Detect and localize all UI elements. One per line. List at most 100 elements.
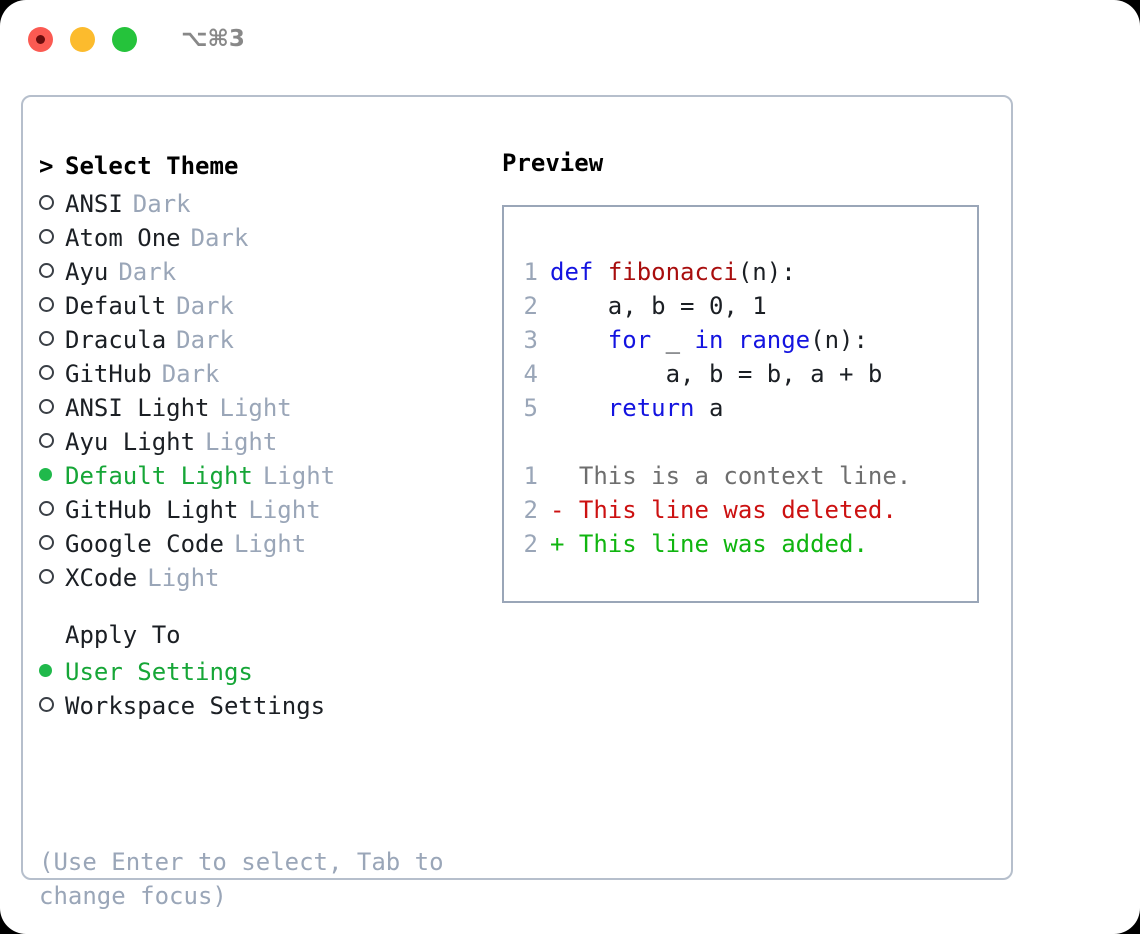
theme-option-badge: Dark	[176, 292, 234, 320]
apply-to-option-workspace-settings[interactable]: Workspace Settings	[39, 689, 509, 723]
diff-text: This is a context line.	[564, 462, 912, 490]
radio-hollow-icon[interactable]	[39, 221, 65, 255]
section-divider	[39, 595, 509, 621]
preview-spacer	[504, 425, 977, 459]
code-line: 4 a, b = b, a + b	[504, 357, 977, 391]
theme-option-badge: Dark	[161, 360, 220, 388]
code-line: 1 def fibonacci(n):	[504, 255, 977, 289]
apply-to-option-user-settings[interactable]: User Settings	[39, 655, 509, 689]
theme-option-badge: Dark	[190, 224, 249, 252]
theme-option-ansi-light[interactable]: ANSI Light Light	[39, 391, 509, 425]
radio-hollow-icon[interactable]	[39, 527, 65, 561]
diff-sign: -	[550, 496, 565, 524]
line-number: 2	[523, 530, 538, 558]
radio-hollow-icon[interactable]	[39, 187, 65, 221]
radio-hollow-icon[interactable]	[39, 391, 65, 425]
theme-option-default-dark[interactable]: Default Dark	[39, 289, 509, 323]
code-text: for _ in range(n):	[607, 326, 868, 354]
radio-hollow-icon[interactable]	[39, 425, 65, 459]
keyboard-shortcut-label: ⌥⌘3	[181, 26, 245, 52]
apply-to-header: Apply To	[39, 621, 509, 655]
radio-selected-icon[interactable]	[39, 459, 65, 493]
theme-option-badge: Light	[248, 496, 321, 524]
radio-hollow-icon[interactable]	[39, 493, 65, 527]
prompt-caret-icon: >	[39, 152, 54, 180]
code-text: a, b = 0, 1	[550, 292, 767, 320]
line-number: 3	[523, 326, 538, 354]
radio-hollow-icon[interactable]	[39, 561, 65, 595]
theme-option-badge: Dark	[118, 258, 177, 286]
diff-line-deleted: 2 - This line was deleted.	[504, 493, 977, 527]
theme-option-label: ANSI	[65, 190, 123, 218]
window-titlebar: ⌥⌘3	[0, 0, 1140, 78]
line-number: 4	[523, 360, 538, 388]
theme-option-label: Ayu Light	[65, 428, 196, 456]
theme-option-github-light[interactable]: GitHub Light Light	[39, 493, 509, 527]
theme-option-badge: Light	[262, 462, 336, 490]
theme-picker-title: Select Theme	[65, 152, 239, 180]
radio-hollow-icon[interactable]	[39, 689, 65, 723]
code-text: def fibonacci(n):	[550, 258, 796, 286]
theme-option-badge: Light	[233, 530, 307, 558]
theme-option-label: GitHub Light	[65, 496, 239, 524]
radio-hollow-icon[interactable]	[39, 255, 65, 289]
line-number: 5	[523, 394, 538, 422]
apply-to-option-label: User Settings	[65, 658, 253, 686]
maximize-button-icon[interactable]	[112, 26, 137, 52]
theme-picker-header: > Select Theme	[39, 149, 509, 187]
theme-option-ayu-dark[interactable]: Ayu Dark	[39, 255, 509, 289]
diff-sign: +	[550, 530, 565, 558]
diff-line-context: 1 This is a context line.	[504, 459, 977, 493]
radio-hollow-icon[interactable]	[39, 289, 65, 323]
theme-option-ayu-light[interactable]: Ayu Light Light	[39, 425, 509, 459]
theme-option-label: GitHub	[65, 360, 152, 388]
close-button-icon[interactable]	[28, 26, 53, 52]
radio-hollow-icon[interactable]	[39, 323, 65, 357]
apply-to-option-label: Workspace Settings	[65, 692, 326, 720]
radio-selected-icon[interactable]	[39, 655, 65, 689]
theme-option-label: Dracula	[65, 326, 167, 354]
theme-option-default-light[interactable]: Default Light Light	[39, 459, 509, 493]
diff-line-added: 2 + This line was added.	[504, 527, 977, 561]
theme-picker-panel: > Select Theme ANSI Dark Atom One Dark A…	[39, 149, 509, 723]
code-line: 2 a, b = 0, 1	[504, 289, 977, 323]
diff-text: This line was deleted.	[564, 496, 897, 524]
theme-option-atom-one-dark[interactable]: Atom One Dark	[39, 221, 509, 255]
theme-option-badge: Dark	[132, 190, 191, 218]
code-line: 5 return a	[504, 391, 977, 425]
keyboard-hint-text: (Use Enter to select, Tab to change focu…	[39, 848, 444, 910]
theme-option-badge: Light	[219, 394, 292, 422]
preview-title: Preview	[502, 149, 604, 177]
line-number: 2	[523, 496, 538, 524]
theme-option-badge: Light	[205, 428, 278, 456]
theme-option-github-dark[interactable]: GitHub Dark	[39, 357, 509, 391]
record-dot-icon	[36, 34, 45, 44]
apply-to-title: Apply To	[65, 621, 181, 649]
theme-option-label: Google Code	[65, 530, 224, 558]
radio-hollow-icon[interactable]	[39, 357, 65, 391]
diff-sign	[550, 459, 564, 493]
code-line: 3 for _ in range(n):	[504, 323, 977, 357]
theme-option-badge: Dark	[176, 326, 234, 354]
traffic-light-group	[28, 26, 137, 52]
theme-option-google-code[interactable]: Google Code Light	[39, 527, 509, 561]
dialog-card: > Select Theme ANSI Dark Atom One Dark A…	[21, 95, 1013, 910]
preview-box: 1 def fibonacci(n): 2 a, b = 0, 1 3 for …	[502, 205, 979, 603]
code-text: a, b = b, a + b	[550, 360, 883, 388]
code-text: return a	[607, 394, 724, 422]
theme-option-label: ANSI Light	[65, 394, 210, 422]
theme-option-ansi-dark[interactable]: ANSI Dark	[39, 187, 509, 221]
theme-option-label: Default Light	[65, 462, 253, 490]
theme-option-label: XCode	[65, 564, 138, 592]
line-number: 1	[523, 258, 538, 286]
preview-panel: Preview 1 def fibonacci(n): 2 a, b = 0, …	[502, 149, 992, 603]
diff-text: This line was added.	[564, 530, 868, 558]
line-number: 1	[523, 462, 538, 490]
theme-option-dracula-dark[interactable]: Dracula Dark	[39, 323, 509, 357]
theme-option-badge: Light	[147, 564, 220, 592]
theme-option-label: Default	[65, 292, 167, 320]
minimize-button-icon[interactable]	[70, 26, 95, 52]
theme-option-xcode[interactable]: XCode Light	[39, 561, 509, 595]
line-number: 2	[523, 292, 538, 320]
